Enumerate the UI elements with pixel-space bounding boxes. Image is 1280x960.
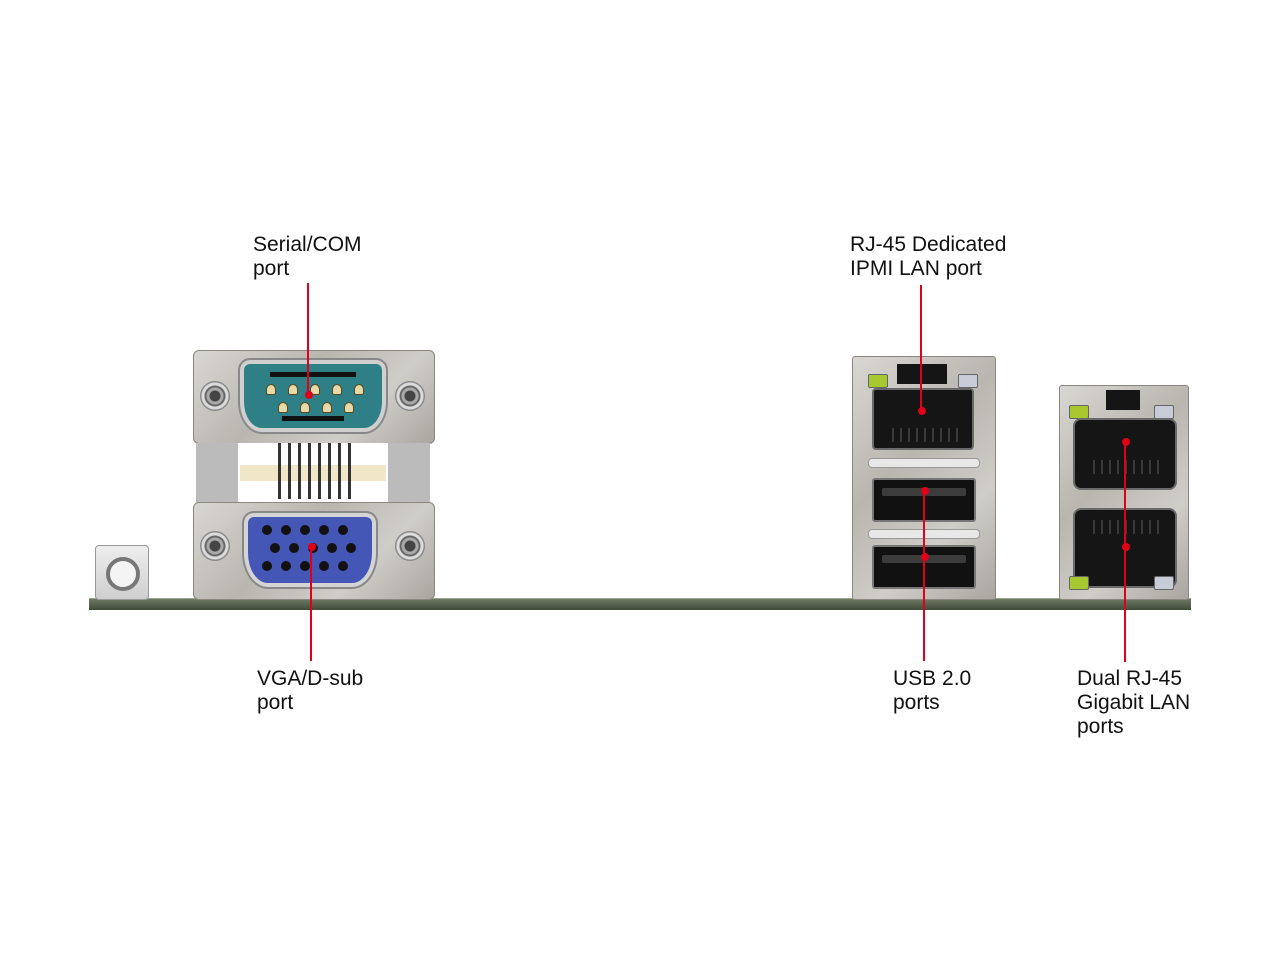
vga-pin-hole bbox=[338, 561, 348, 571]
db9-top-bar bbox=[270, 372, 356, 377]
serial-right-screw-icon bbox=[395, 381, 425, 411]
serial-port-label: Serial/COM port bbox=[253, 233, 362, 280]
lan-leader-dot-2 bbox=[1122, 543, 1130, 551]
stack-lead bbox=[298, 443, 301, 499]
stack-lead bbox=[338, 443, 341, 499]
vga-pin-hole bbox=[346, 543, 356, 553]
ipmi-port-label: RJ-45 Dedicated IPMI LAN port bbox=[850, 233, 1007, 280]
stack-lead bbox=[288, 443, 291, 499]
vga-leader-dot bbox=[308, 543, 316, 551]
standoff-ring bbox=[106, 557, 140, 591]
lan1-led-green bbox=[1069, 405, 1089, 419]
vga-pin-hole bbox=[327, 543, 337, 553]
vga-pin-hole bbox=[338, 525, 348, 535]
usb-leader-line bbox=[923, 491, 925, 661]
vga-right-screw-icon bbox=[395, 531, 425, 561]
lan-leader-dot-1 bbox=[1122, 438, 1130, 446]
db9-pin bbox=[310, 384, 320, 395]
ipmi-leader-line bbox=[920, 285, 922, 411]
db9-pin bbox=[288, 384, 298, 395]
lan-ports-label: Dual RJ-45 Gigabit LAN ports bbox=[1077, 667, 1191, 738]
vga-pin-hole bbox=[300, 561, 310, 571]
pcb-edge bbox=[89, 598, 1191, 610]
stack-lead bbox=[308, 443, 311, 499]
lan1-latch bbox=[1106, 390, 1140, 410]
vga-pin-hole bbox=[281, 525, 291, 535]
db9-pin bbox=[266, 384, 276, 395]
vga-pin-hole bbox=[270, 543, 280, 553]
stack-lead bbox=[348, 443, 351, 499]
vga-port-label: VGA/D-sub port bbox=[257, 667, 364, 714]
stack-middle-strip bbox=[240, 465, 386, 481]
vga-pin-hole bbox=[319, 525, 329, 535]
db9-pin bbox=[344, 402, 354, 413]
vga-pin-hole bbox=[289, 543, 299, 553]
vga-pin-hole bbox=[262, 561, 272, 571]
ipmi-rj45-latch bbox=[897, 364, 947, 384]
lan2-led-clear bbox=[1154, 576, 1174, 590]
db9-pin bbox=[322, 402, 332, 413]
vga-leader-line bbox=[310, 547, 312, 661]
ipmi-led-clear bbox=[958, 374, 978, 388]
usb-leader-dot-1 bbox=[921, 487, 929, 495]
ipmi-leader-dot bbox=[918, 407, 926, 415]
db9-bottom-bar bbox=[282, 416, 344, 421]
stack-lead bbox=[328, 443, 331, 499]
db9-pin bbox=[354, 384, 364, 395]
usb-ports-label: USB 2.0 ports bbox=[893, 667, 972, 714]
serial-leader-line bbox=[307, 283, 309, 395]
vga-pin-hole bbox=[281, 561, 291, 571]
db9-pin bbox=[332, 384, 342, 395]
vga-pin-hole bbox=[262, 525, 272, 535]
vga-left-screw-icon bbox=[200, 531, 230, 561]
lan1-led-clear bbox=[1154, 405, 1174, 419]
ipmi-led-green bbox=[868, 374, 888, 388]
standoff bbox=[95, 545, 149, 600]
serial-left-screw-icon bbox=[200, 381, 230, 411]
vga-pin-hole bbox=[319, 561, 329, 571]
stack-lead bbox=[278, 443, 281, 499]
stack-middle bbox=[196, 443, 430, 503]
vga-pin-hole bbox=[300, 525, 310, 535]
ipmi-slot bbox=[868, 458, 980, 468]
usb-leader-dot-2 bbox=[921, 553, 929, 561]
ipmi-rj45-jack[interactable] bbox=[872, 388, 974, 450]
db9-pin bbox=[278, 402, 288, 413]
serial-leader-dot bbox=[305, 391, 313, 399]
db9-pin bbox=[300, 402, 310, 413]
serial-db9-connector[interactable] bbox=[240, 360, 386, 432]
stack-lead bbox=[318, 443, 321, 499]
ipmi-contacts bbox=[886, 428, 960, 442]
lan-leader-line bbox=[1124, 442, 1126, 662]
lan2-led-green bbox=[1069, 576, 1089, 590]
